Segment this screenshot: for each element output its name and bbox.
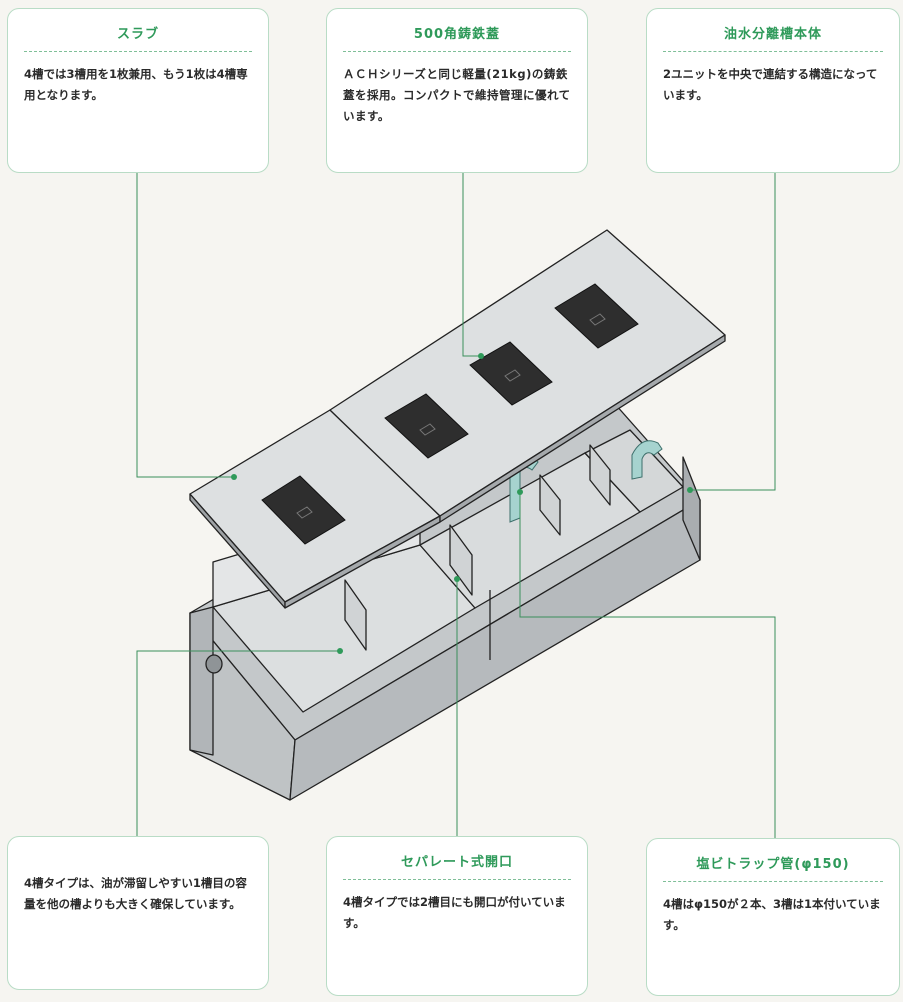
callout-pvc-trap-pipe: 塩ビトラップ管(φ150) 4槽はφ150が２本、3槽は1本付いています。	[646, 838, 900, 996]
callout-slab: スラブ 4槽では3槽用を1枚兼用、もう1枚は4槽専用となります。	[7, 8, 269, 173]
callout-title: 500角鋳鉄蓋	[343, 23, 571, 52]
callout-cast-iron-cover: 500角鋳鉄蓋 ＡＣＨシリーズと同じ軽量(21kg)の鋳鉄蓋を採用。コンパクトで…	[326, 8, 588, 173]
callout-title: セパレート式開口	[343, 851, 571, 880]
callout-first-tank: 4槽タイプは、油が滞留しやすい1槽目の容量を他の槽よりも大きく確保しています。	[7, 836, 269, 990]
callout-text: 4槽では3槽用を1枚兼用、もう1枚は4槽専用となります。	[24, 67, 248, 102]
callout-title: 塩ビトラップ管(φ150)	[663, 853, 883, 882]
callout-text: ＡＣＨシリーズと同じ軽量(21kg)の鋳鉄蓋を採用。コンパクトで維持管理に優れて…	[343, 67, 571, 123]
callout-text: 4槽はφ150が２本、3槽は1本付いています。	[663, 897, 881, 932]
callout-separator-body: 油水分離槽本体 2ユニットを中央で連結する構造になっています。	[646, 8, 900, 173]
callout-text: 4槽タイプは、油が滞留しやすい1槽目の容量を他の槽よりも大きく確保しています。	[24, 876, 247, 911]
cast-iron-covers	[261, 283, 639, 545]
callout-separate-opening: セパレート式開口 4槽タイプでは2槽目にも開口が付いています。	[326, 836, 588, 996]
callout-title: 油水分離槽本体	[663, 23, 883, 52]
callout-title: スラブ	[24, 23, 252, 52]
leader-lines	[136, 173, 776, 838]
callout-text: 4槽タイプでは2槽目にも開口が付いています。	[343, 895, 566, 930]
callout-text: 2ユニットを中央で連結する構造になっています。	[663, 67, 878, 102]
leader-dots	[231, 353, 693, 654]
